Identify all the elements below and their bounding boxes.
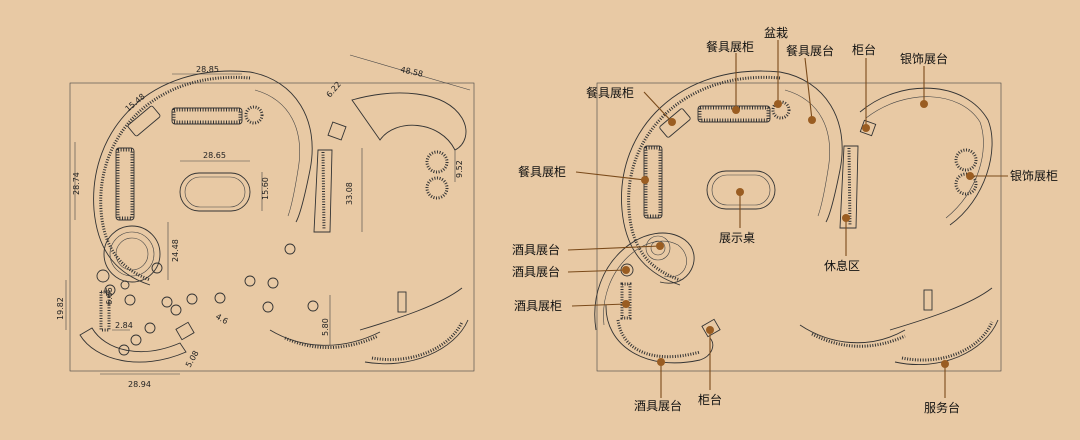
svg-text:6.65: 6.65: [105, 287, 114, 305]
label-tableware-cabinet-left2: 餐具展柜: [518, 164, 566, 179]
left-right-curve-wall-inner: [254, 89, 300, 217]
right-display-table: [706, 170, 776, 210]
right-right-curve-wall: [779, 71, 843, 223]
svg-text:5.80: 5.80: [321, 318, 330, 336]
right-room-outline: [596, 82, 1002, 372]
label-tableware-cabinet-left1: 餐具展柜: [586, 85, 634, 100]
svg-text:15.48: 15.48: [124, 92, 147, 114]
right-top-cabinet: [697, 105, 771, 123]
left-dimension-lines: [65, 54, 471, 375]
right-labels: 餐具展柜 盆栽 餐具展台 柜台 银饰展台 餐具展柜 餐具展柜 银饰展柜 展示桌 …: [512, 26, 1058, 415]
left-top-cabinet: [171, 107, 243, 125]
left-display-table: [179, 172, 251, 212]
right-small-cabinet: [659, 108, 691, 138]
left-right-curve-wall: [249, 71, 313, 223]
right-lounge-arc: [799, 324, 906, 344]
left-lounge-arc: [269, 329, 381, 346]
right-labeled-plan: 餐具展柜 盆栽 餐具展台 柜台 银饰展台 餐具展柜 餐具展柜 银饰展柜 展示桌 …: [512, 26, 1058, 415]
right-wine-spiral: [594, 232, 695, 331]
left-stools: [104, 243, 319, 356]
right-outer-curve-wall: [621, 70, 781, 286]
svg-text:33.08: 33.08: [345, 182, 354, 205]
svg-text:28.94: 28.94: [128, 380, 151, 389]
svg-text:48.58: 48.58: [400, 65, 424, 79]
label-cabinet-counter-top: 柜台: [852, 42, 876, 57]
left-outer-curve-wall-inner: [99, 75, 251, 282]
svg-text:2.84: 2.84: [115, 321, 133, 330]
left-small-cabinet: [127, 105, 161, 137]
right-silver-cabinet-1: [954, 148, 978, 172]
right-silver-stand-arc: [859, 87, 993, 226]
label-silver-stand: 银饰展台: [900, 51, 948, 66]
label-service-counter: 服务台: [924, 400, 960, 415]
label-cabinet-counter-bottom: 柜台: [698, 392, 722, 407]
left-counter: [327, 121, 347, 141]
left-wine-stand-outer: [103, 225, 161, 283]
left-silver-stand: [351, 92, 467, 151]
left-dimension-plan: 28.85 15.48 28.74 28.65 15.60 48.58 6.22…: [56, 54, 475, 389]
label-tableware-stand: 餐具展台: [786, 43, 834, 58]
right-plant: [771, 100, 791, 120]
svg-text:28.74: 28.74: [72, 172, 81, 195]
left-plant: [244, 105, 264, 125]
svg-text:28.85: 28.85: [196, 65, 219, 74]
left-silver-cabinet-1: [425, 150, 449, 174]
right-bottom-wine-curve: [605, 304, 714, 364]
left-bottom-wine-stand: [79, 327, 187, 363]
label-silver-cabinet: 银饰展柜: [1010, 169, 1058, 183]
right-counter: [859, 119, 877, 137]
svg-text:15.60: 15.60: [261, 177, 270, 200]
svg-text:9.52: 9.52: [455, 160, 464, 178]
svg-text:4.6: 4.6: [214, 312, 230, 326]
left-right-cabinet: [313, 149, 333, 233]
label-wine-cabinet: 酒具展柜: [514, 299, 562, 313]
label-wine-stand-1: 酒具展台: [512, 242, 560, 257]
label-display-table: 展示桌: [719, 231, 755, 245]
svg-text:24.48: 24.48: [171, 239, 180, 262]
label-tableware-cabinet-top: 餐具展柜: [706, 39, 754, 54]
left-room-outline: [69, 82, 475, 372]
svg-text:28.65: 28.65: [203, 151, 226, 160]
right-service-counter: [894, 319, 999, 366]
label-wine-stand-2: 酒具展台: [512, 264, 560, 279]
left-bottom-counter: [175, 321, 195, 341]
left-dimension-texts: 28.85 15.48 28.74 28.65 15.60 48.58 6.22…: [56, 65, 464, 389]
left-outer-curve-wall: [93, 70, 251, 286]
label-wine-stand-bottom: 酒具展台: [634, 398, 682, 413]
right-leaders: [567, 40, 1008, 398]
right-bottom-counter: [701, 318, 721, 338]
left-vertical-cabinet: [115, 147, 135, 221]
left-service-counter: [364, 319, 469, 365]
right-right-cabinet: [839, 145, 859, 229]
label-lounge: 休息区: [824, 258, 860, 273]
label-potted-plant: 盆栽: [764, 26, 788, 40]
svg-text:19.82: 19.82: [56, 297, 65, 320]
